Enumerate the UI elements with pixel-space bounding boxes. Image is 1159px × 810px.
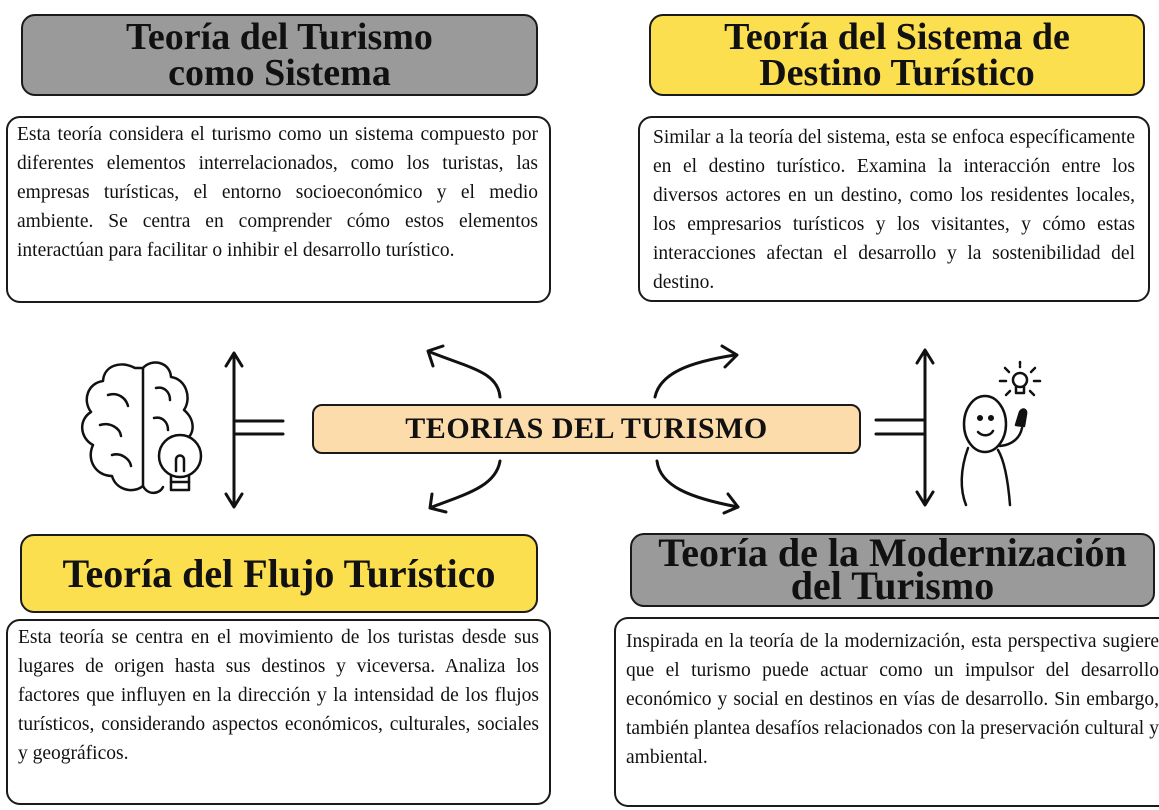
title-line-1: Teoría de la Modernización bbox=[658, 530, 1127, 576]
desc-flujo-turistico: Esta teoría se centra en el movimiento d… bbox=[6, 619, 551, 805]
person-idea-icon bbox=[960, 360, 1042, 507]
title-line-2: del Turismo bbox=[790, 563, 995, 608]
brain-lightbulb-icon bbox=[81, 361, 203, 495]
left-bracket-arrows bbox=[224, 351, 285, 509]
arrow-down-right bbox=[655, 459, 740, 509]
desc-modernizacion-turismo: Inspirada en la teoría de la modernizaci… bbox=[614, 617, 1159, 807]
desc-text: Esta teoría se centra en el movimiento d… bbox=[18, 627, 539, 764]
desc-turismo-sistema: Esta teoría considera el turismo como un… bbox=[6, 116, 551, 303]
center-label: TEORIAS DEL TURISMO bbox=[405, 412, 768, 445]
title-sistema-destino: Teoría del Sistema de Destino Turístico bbox=[649, 14, 1145, 96]
desc-text: Esta teoría considera el turismo como un… bbox=[17, 124, 538, 261]
desc-sistema-destino: Similar a la teoría del sistema, esta se… bbox=[638, 116, 1150, 302]
title-line-2: como Sistema bbox=[168, 52, 391, 94]
arrow-up-right bbox=[653, 353, 737, 399]
title-turismo-sistema: Teoría del Turismo como Sistema bbox=[21, 14, 538, 96]
desc-text: Similar a la teoría del sistema, esta se… bbox=[653, 127, 1135, 293]
arrow-down-left bbox=[430, 459, 502, 509]
desc-text: Inspirada en la teoría de la modernizaci… bbox=[626, 631, 1159, 768]
title-line-2: Destino Turístico bbox=[759, 52, 1035, 94]
arrow-up-left bbox=[428, 350, 502, 399]
title-line-1: Teoría del Flujo Turístico bbox=[62, 550, 496, 596]
center-theories-box: TEORIAS DEL TURISMO bbox=[312, 404, 861, 454]
title-line-1: Teoría del Sistema de bbox=[724, 15, 1070, 58]
title-modernizacion-turismo: Teoría de la Modernización del Turismo bbox=[630, 533, 1155, 607]
right-bracket-arrows bbox=[874, 348, 935, 507]
title-line-1: Teoría del Turismo bbox=[126, 15, 433, 58]
title-flujo-turistico: Teoría del Flujo Turístico bbox=[20, 534, 538, 613]
